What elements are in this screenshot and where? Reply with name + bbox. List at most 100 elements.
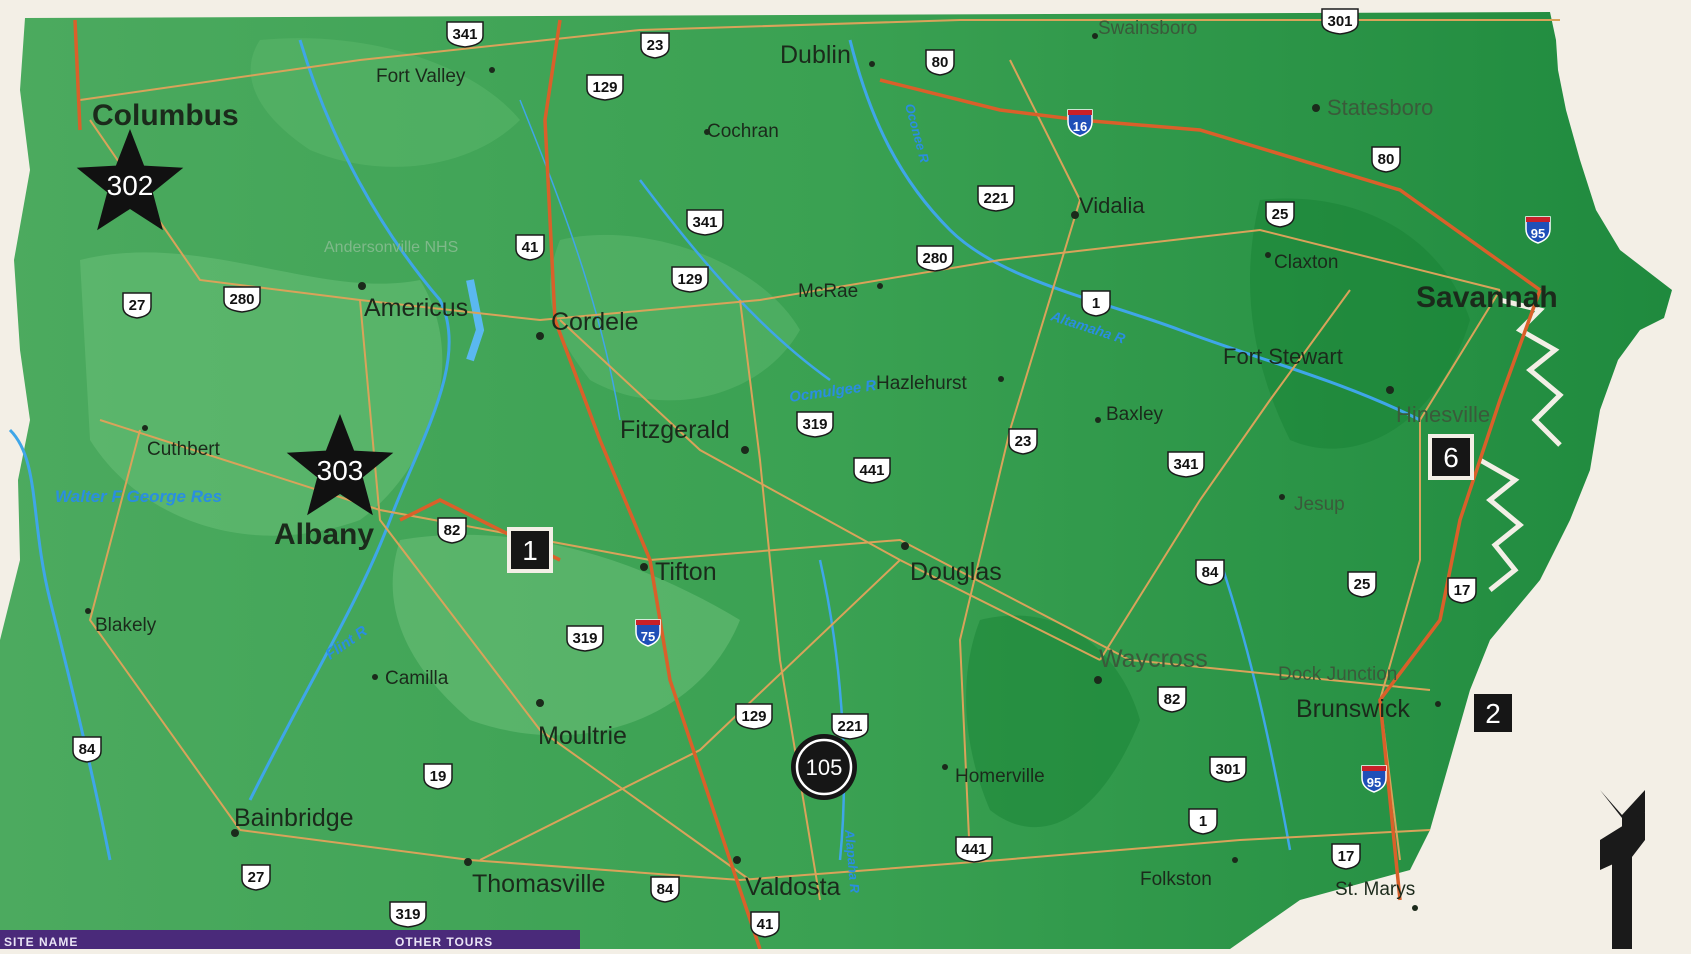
route-shield-17: 17 bbox=[1447, 577, 1477, 604]
city-label-claxton: Claxton bbox=[1274, 252, 1338, 273]
marker-1-square[interactable]: 1 bbox=[507, 527, 553, 573]
route-shield-label: 1 bbox=[1199, 813, 1207, 830]
route-shield-label: 441 bbox=[961, 841, 986, 858]
route-shield-1: 1 bbox=[1188, 808, 1218, 835]
route-shield-label: 23 bbox=[1015, 433, 1032, 450]
route-shield-82: 82 bbox=[1157, 686, 1187, 713]
square-marker-label: 1 bbox=[522, 535, 538, 566]
coast-inlet bbox=[1499, 297, 1564, 447]
route-shield-label: 221 bbox=[983, 190, 1008, 207]
route-shield-label: 84 bbox=[1202, 564, 1219, 581]
city-label-albany: Albany bbox=[274, 518, 374, 551]
route-shield-label: 17 bbox=[1454, 582, 1471, 599]
route-shield-label: 221 bbox=[837, 718, 862, 735]
bottom-bar-right-label: OTHER TOURS bbox=[395, 935, 493, 949]
route-shield-label: 25 bbox=[1354, 576, 1371, 593]
land-area bbox=[0, 12, 1672, 949]
city-label-cordele: Cordele bbox=[551, 308, 639, 336]
terrain-patch bbox=[1250, 198, 1470, 449]
route-shield-441: 441 bbox=[853, 457, 891, 484]
route-shield-label: 441 bbox=[859, 462, 884, 479]
city-label-hinesville: Hinesville bbox=[1396, 402, 1490, 427]
route-shield-label: 341 bbox=[452, 26, 477, 43]
route-shield-label: 84 bbox=[657, 881, 674, 898]
square-marker-label: 2 bbox=[1485, 698, 1501, 729]
city-label-waycross: Waycross bbox=[1099, 645, 1208, 673]
city-label-columbus: Columbus bbox=[92, 99, 239, 132]
city-label-moultrie: Moultrie bbox=[538, 722, 627, 750]
route-shield-1: 1 bbox=[1081, 290, 1111, 317]
city-label-dublin: Dublin bbox=[780, 41, 851, 69]
city-label-bainbridge: Bainbridge bbox=[234, 804, 354, 832]
interstate-shield-label: 75 bbox=[641, 629, 655, 644]
bottom-bar-left-label: SITE NAME bbox=[4, 935, 78, 949]
route-shield-41: 41 bbox=[515, 234, 545, 261]
terrain-patch bbox=[250, 38, 520, 167]
north-arrow-icon bbox=[1600, 790, 1645, 949]
route-shield-label: 280 bbox=[229, 291, 254, 308]
route-shield-label: 80 bbox=[1378, 151, 1395, 168]
city-label-cuthbert: Cuthbert bbox=[147, 439, 221, 460]
star-302-icon[interactable]: 302 bbox=[76, 129, 184, 231]
route-shield-80: 80 bbox=[1371, 146, 1401, 173]
city-label-swainsboro: Swainsboro bbox=[1098, 18, 1197, 39]
route-shield-label: 129 bbox=[677, 271, 702, 288]
route-shield-341: 341 bbox=[446, 21, 484, 48]
marker-6-square[interactable]: 6 bbox=[1428, 434, 1474, 480]
city-label-fort-valley: Fort Valley bbox=[376, 66, 466, 87]
route-shield-label: 319 bbox=[572, 630, 597, 647]
square-markers: 1 6 2 bbox=[507, 434, 1516, 736]
route-shield-label: 23 bbox=[647, 37, 664, 54]
city-label-camilla: Camilla bbox=[385, 668, 449, 689]
water-label-oconee-river: Oconee R bbox=[902, 102, 932, 165]
route-shield-280: 280 bbox=[223, 286, 261, 313]
city-label-fort-stewart: Fort Stewart bbox=[1223, 344, 1343, 369]
route-shield-82: 82 bbox=[437, 517, 467, 544]
route-shield-label: 341 bbox=[1173, 456, 1198, 473]
route-shield-label: 27 bbox=[129, 297, 146, 314]
route-shield-301: 301 bbox=[1321, 8, 1359, 35]
city-label-dock-junction: Dock Junction bbox=[1278, 664, 1397, 685]
route-shield-19: 19 bbox=[423, 763, 453, 790]
route-shield-label: 82 bbox=[1164, 691, 1181, 708]
rivers bbox=[8, 39, 1421, 861]
route-shield-label: 41 bbox=[757, 916, 774, 933]
city-label-homerville: Homerville bbox=[955, 766, 1045, 787]
route-shield-17: 17 bbox=[1331, 843, 1361, 870]
route-shield-label: 301 bbox=[1327, 13, 1352, 30]
route-shield-label: 17 bbox=[1338, 848, 1355, 865]
interstate-shield-16: 16 bbox=[1067, 109, 1093, 137]
water-label-ocmulgee-river: Ocmulgee R bbox=[788, 377, 877, 406]
route-shield-341: 341 bbox=[686, 209, 724, 236]
city-label-statesboro: Statesboro bbox=[1327, 95, 1433, 120]
star-303-icon[interactable]: 303 bbox=[286, 414, 394, 516]
city-dots bbox=[85, 33, 1441, 911]
route-shield-label: 129 bbox=[592, 79, 617, 96]
route-shield-label: 25 bbox=[1272, 206, 1289, 223]
city-label-brunswick: Brunswick bbox=[1296, 695, 1410, 723]
park-labels: Andersonville NHS bbox=[324, 239, 458, 256]
route-shield-23: 23 bbox=[1008, 428, 1038, 455]
route-shield-80: 80 bbox=[925, 49, 955, 76]
interstate-shield-95: 95 bbox=[1361, 765, 1387, 793]
route-shield-129: 129 bbox=[586, 74, 624, 101]
star-markers: 302 303 bbox=[76, 129, 394, 516]
marker-2-square[interactable]: 2 bbox=[1470, 690, 1516, 736]
city-label-cochran: Cochran bbox=[707, 121, 779, 142]
route-shield-27: 27 bbox=[122, 292, 152, 319]
route-shield-label: 19 bbox=[430, 768, 447, 785]
circle-marker-label: 105 bbox=[806, 755, 843, 780]
marker-105-circle[interactable]: 105 bbox=[791, 734, 857, 800]
city-label-douglas: Douglas bbox=[910, 558, 1002, 586]
route-shield-280: 280 bbox=[916, 245, 954, 272]
route-shield-label: 41 bbox=[522, 239, 539, 256]
route-shield-441: 441 bbox=[955, 836, 993, 863]
square-marker-label: 6 bbox=[1443, 442, 1459, 473]
terrain-patch bbox=[966, 615, 1140, 828]
route-shield-27: 27 bbox=[241, 864, 271, 891]
city-label-tifton: Tifton bbox=[655, 558, 717, 586]
city-label-folkston: Folkston bbox=[1140, 869, 1212, 890]
route-shield-label: 319 bbox=[802, 416, 827, 433]
